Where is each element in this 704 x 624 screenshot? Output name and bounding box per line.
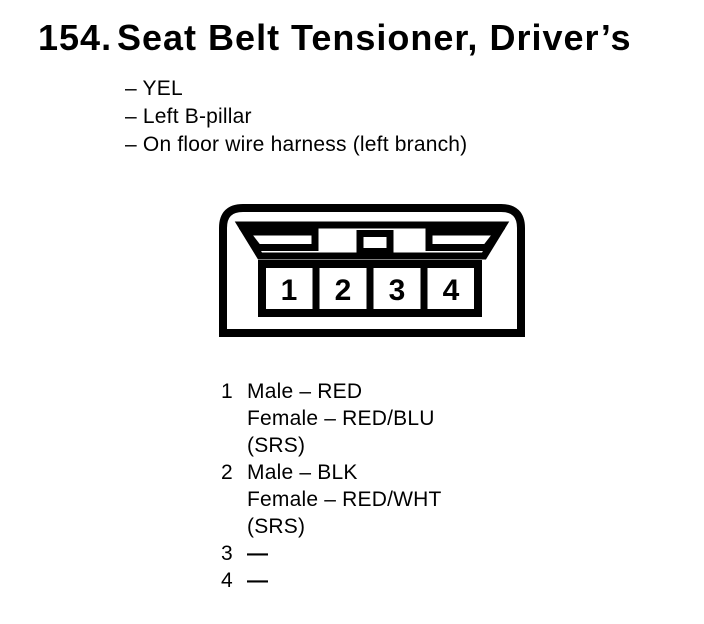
- pin-entry-number: 4: [221, 569, 233, 592]
- detail-line: – On floor wire harness (left branch): [125, 133, 468, 156]
- item-title: Seat Belt Tensioner, Driver’s: [117, 17, 632, 58]
- detail-list: – YEL – Left B-pillar – On floor wire ha…: [125, 75, 467, 159]
- detail-line: – YEL: [125, 77, 183, 100]
- pin-entry-number: 1: [221, 380, 233, 403]
- page-title: 154. Seat Belt Tensioner, Driver’s: [38, 20, 632, 56]
- pin-wire-male: Male – BLK: [247, 461, 358, 484]
- pin-system-note: (SRS): [247, 434, 306, 457]
- connector-outline: [219, 204, 525, 337]
- pin-wire-female: Female – RED/BLU: [247, 407, 435, 430]
- pin-entry-lines: —: [247, 540, 268, 567]
- pin-entry-number: 3: [221, 542, 233, 565]
- pin-number: 3: [389, 274, 406, 307]
- pin-no-connection: —: [247, 542, 269, 565]
- pin-entry: 2 Male – BLK Female – RED/WHT (SRS): [221, 459, 442, 540]
- pin-entry: 3 —: [221, 540, 442, 567]
- pin-system-note: (SRS): [247, 515, 306, 538]
- keyway-right: [425, 228, 506, 251]
- pin-entry: 1 Male – RED Female – RED/BLU (SRS): [221, 378, 442, 459]
- pin-entry-lines: —: [247, 567, 268, 594]
- pin-number: 2: [335, 274, 352, 307]
- keyway-center: [356, 230, 394, 255]
- keyway-left: [238, 228, 319, 251]
- pin-no-connection: —: [247, 569, 269, 592]
- pin-wire-male: Male – RED: [247, 380, 363, 403]
- pin-entry-lines: Male – BLK Female – RED/WHT (SRS): [247, 459, 442, 540]
- pin-wire-female: Female – RED/WHT: [247, 488, 442, 511]
- pin-description-list: 1 Male – RED Female – RED/BLU (SRS) 2 Ma…: [221, 378, 442, 594]
- pin-number: 1: [281, 274, 298, 307]
- detail-line: – Left B-pillar: [125, 105, 252, 128]
- pin-number: 4: [443, 274, 460, 307]
- pin-entry-lines: Male – RED Female – RED/BLU (SRS): [247, 378, 435, 459]
- item-number: 154.: [38, 17, 113, 58]
- pin-entry: 4 —: [221, 567, 442, 594]
- connector-diagram: 1 2 3 4: [219, 204, 525, 337]
- pin-entry-number: 2: [221, 461, 233, 484]
